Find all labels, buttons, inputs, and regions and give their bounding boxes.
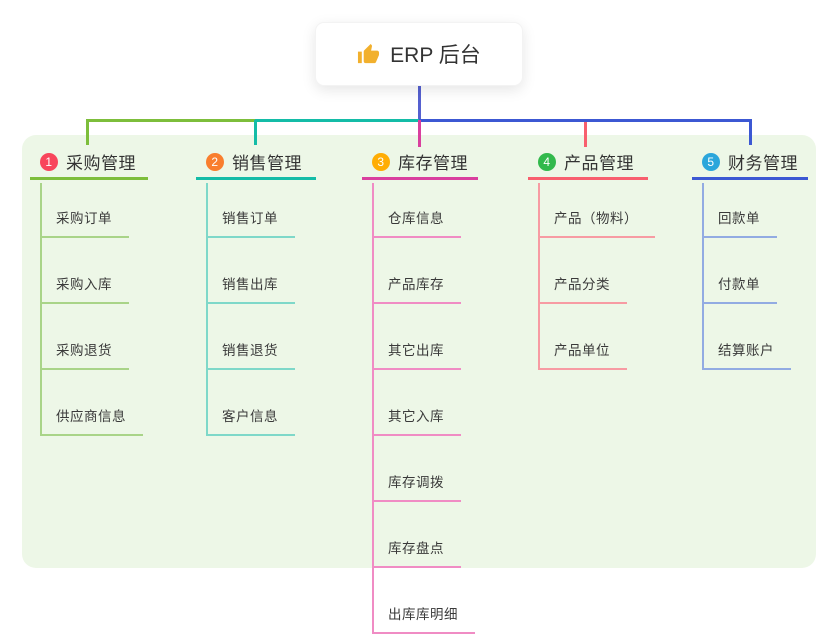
branch-children-purchase: 采购订单 采购入库 采购退货 供应商信息 — [40, 183, 143, 436]
node-item[interactable]: 销售退货 — [208, 304, 295, 370]
connector-branch5-drop — [749, 120, 752, 145]
node-item[interactable]: 仓库信息 — [374, 183, 461, 238]
branch-number-badge: 2 — [206, 152, 224, 171]
branch-label: 财务管理 — [728, 154, 798, 173]
branch-number-badge: 4 — [538, 152, 556, 171]
node-item[interactable]: 产品单位 — [540, 304, 627, 370]
node-item[interactable]: 采购入库 — [42, 238, 129, 304]
connector-branch5-horizontal — [419, 119, 752, 122]
connector-root-vertical — [418, 84, 421, 121]
branch-title-finance[interactable]: 5 财务管理 — [692, 146, 808, 180]
node-item[interactable]: 客户信息 — [208, 370, 295, 436]
branch-children-inventory: 仓库信息 产品库存 其它出库 其它入库 库存调拨 库存盘点 出库库明细 — [372, 183, 475, 634]
branch-label: 采购管理 — [66, 154, 136, 173]
root-node-erp[interactable]: ERP 后台 — [315, 22, 523, 86]
connector-branch3-drop — [418, 120, 421, 147]
branch-number-badge: 5 — [702, 152, 720, 171]
connector-branch4-drop — [584, 120, 587, 147]
branch-children-finance: 回款单 付款单 结算账户 — [702, 183, 791, 370]
node-item[interactable]: 出库库明细 — [374, 568, 475, 634]
connector-branch2-drop — [254, 120, 257, 145]
node-item[interactable]: 结算账户 — [704, 304, 791, 370]
branch-number-badge: 1 — [40, 152, 58, 171]
node-item[interactable]: 其它入库 — [374, 370, 461, 436]
connector-branch2-horizontal — [255, 119, 421, 122]
node-item[interactable]: 产品分类 — [540, 238, 627, 304]
branch-label: 产品管理 — [564, 154, 634, 173]
node-item[interactable]: 供应商信息 — [42, 370, 143, 436]
node-item[interactable]: 付款单 — [704, 238, 777, 304]
node-item[interactable]: 回款单 — [704, 183, 777, 238]
node-item[interactable]: 其它出库 — [374, 304, 461, 370]
branch-title-purchase[interactable]: 1 采购管理 — [30, 146, 148, 180]
node-item[interactable]: 销售订单 — [208, 183, 295, 238]
node-item[interactable]: 库存盘点 — [374, 502, 461, 568]
node-item[interactable]: 采购订单 — [42, 183, 129, 238]
background-panel — [22, 135, 816, 568]
branch-children-sales: 销售订单 销售出库 销售退货 客户信息 — [206, 183, 295, 436]
connector-branch1-horizontal — [86, 119, 257, 122]
thumbs-up-icon — [357, 43, 380, 66]
branch-title-product[interactable]: 4 产品管理 — [528, 146, 648, 180]
branch-title-inventory[interactable]: 3 库存管理 — [362, 146, 478, 180]
mindmap-canvas: ERP 后台 1 采购管理 采购订单 采购入库 采购退货 供应商信息 2 销售管… — [22, 22, 816, 634]
root-node-label: ERP 后台 — [390, 44, 481, 67]
branch-children-product: 产品（物料） 产品分类 产品单位 — [538, 183, 655, 370]
node-item[interactable]: 产品库存 — [374, 238, 461, 304]
branch-label: 销售管理 — [232, 154, 302, 173]
node-item[interactable]: 采购退货 — [42, 304, 129, 370]
branch-title-sales[interactable]: 2 销售管理 — [196, 146, 316, 180]
node-item[interactable]: 产品（物料） — [540, 183, 655, 238]
connector-branch1-drop — [86, 120, 89, 145]
branch-number-badge: 3 — [372, 152, 390, 171]
node-item[interactable]: 销售出库 — [208, 238, 295, 304]
node-item[interactable]: 库存调拨 — [374, 436, 461, 502]
branch-label: 库存管理 — [398, 154, 468, 173]
